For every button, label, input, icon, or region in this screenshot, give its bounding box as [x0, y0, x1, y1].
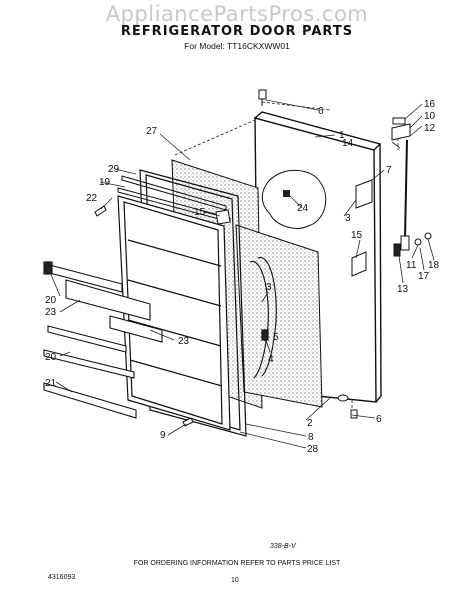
callout-label: 28	[307, 444, 319, 455]
callout-label: 6	[376, 414, 382, 425]
callout-label: 27	[146, 126, 158, 137]
hinge-assembly	[391, 117, 432, 257]
door-shelves	[43, 261, 163, 419]
page-number: 10	[231, 577, 239, 584]
callout-label: 14	[342, 138, 354, 149]
callout-label: 3	[345, 213, 351, 224]
callout-label: 20	[45, 295, 57, 306]
document-number: 4316093	[48, 574, 76, 581]
callout-label: 23	[45, 307, 57, 318]
callout-label: 24	[297, 203, 309, 214]
callout-label: 8	[308, 432, 314, 443]
leader-lines	[49, 99, 435, 449]
ordering-note: FOR ORDERING INFORMATION REFER TO PARTS …	[133, 560, 341, 567]
callout-label: 22	[86, 193, 98, 204]
callout-label: 4	[268, 354, 274, 365]
callout-label: 10	[424, 111, 436, 122]
inner-door-liner	[117, 195, 231, 431]
callout-label: 2	[307, 418, 313, 429]
revision-code: 338-B-V	[270, 543, 296, 550]
page-title: REFRIGERATOR DOOR PARTS	[120, 24, 354, 39]
callout-label: 21	[45, 378, 57, 389]
callout-label: 20	[45, 352, 57, 363]
callout-labels: 6 16 10 12 1 14 27 7 29 19 24 22 3 15 15…	[45, 99, 440, 455]
callout-label: 5	[273, 332, 279, 343]
callout-label: 9	[160, 430, 166, 441]
callout-label: 1	[339, 130, 345, 141]
door-handle	[249, 256, 277, 379]
patch-tab	[283, 190, 290, 197]
screws	[94, 89, 358, 427]
model-line: For Model: TT16CKXWW01	[184, 41, 290, 51]
callout-label: 16	[424, 99, 436, 110]
callout-label: 13	[397, 284, 409, 295]
watermark: AppliancePartsPros.com	[105, 2, 369, 26]
callout-label: 15	[194, 207, 206, 218]
callout-label: 6	[318, 106, 324, 117]
callout-label: 19	[99, 177, 111, 188]
callout-label: 17	[418, 271, 430, 282]
callout-label: 7	[386, 165, 392, 176]
callout-label: 18	[428, 260, 440, 271]
door-stops	[215, 179, 373, 277]
callout-label: 23	[178, 336, 190, 347]
callout-label: 11	[406, 260, 417, 271]
callout-label: 3	[266, 282, 272, 293]
callout-label: 29	[108, 164, 120, 175]
callout-label: 15	[351, 230, 363, 241]
callout-label: 12	[424, 123, 436, 134]
insulation-patch	[261, 169, 327, 229]
